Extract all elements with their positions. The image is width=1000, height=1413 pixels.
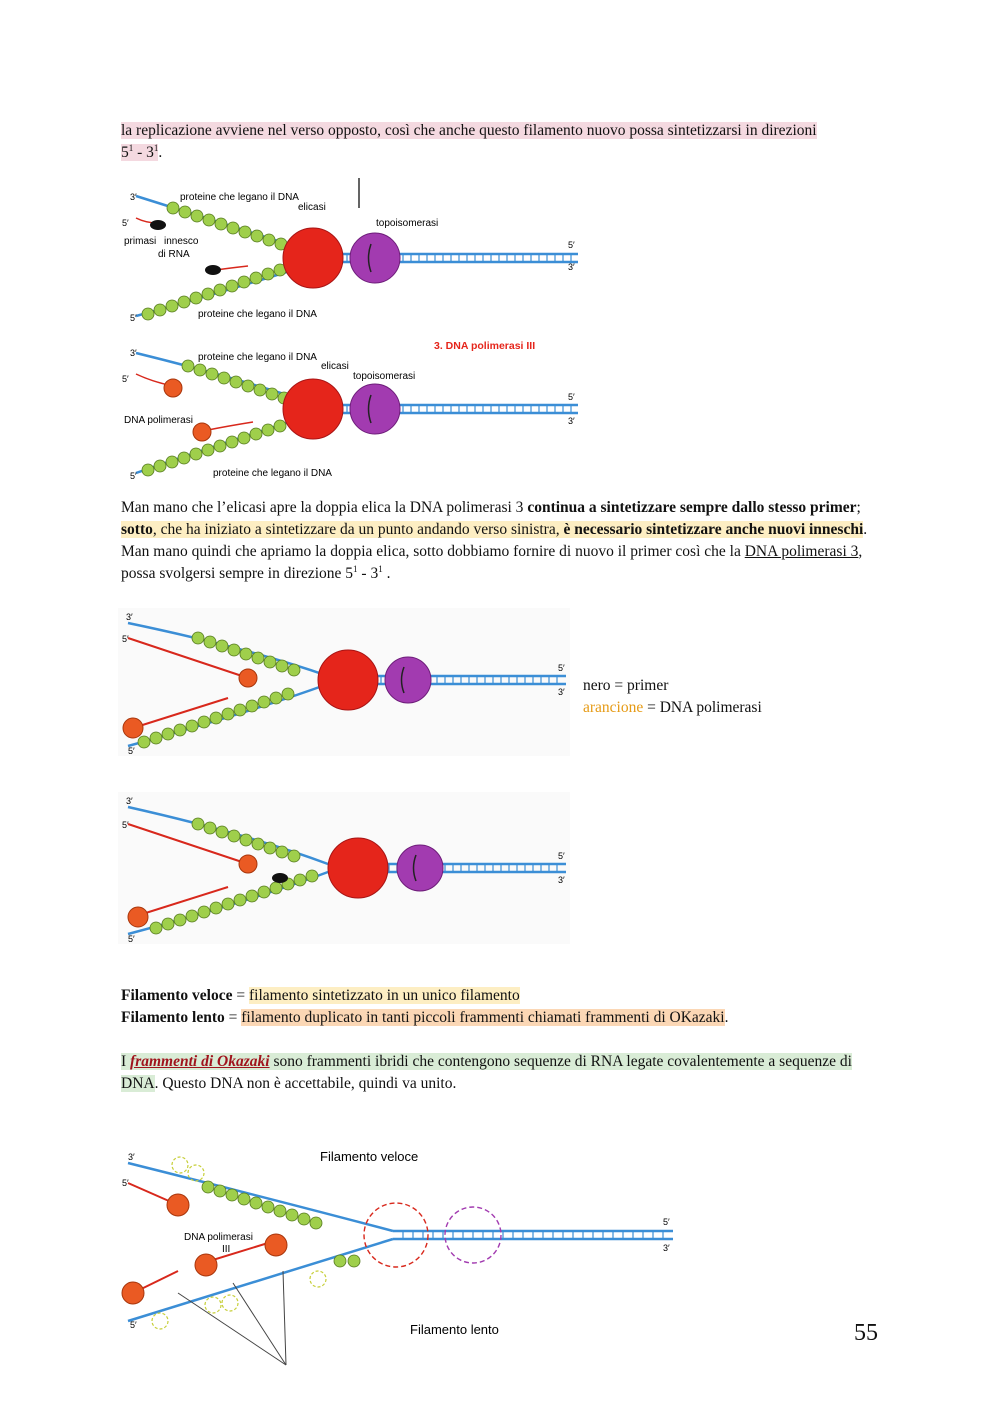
svg-text:5′: 5′ <box>122 218 129 228</box>
intro-paragraph: la replicazione avviene nel verso oppost… <box>121 122 817 161</box>
svg-text:3′: 3′ <box>558 687 565 697</box>
svg-text:5′: 5′ <box>128 934 135 944</box>
svg-text:DNA polimerasi: DNA polimerasi <box>184 1232 253 1243</box>
svg-text:3′: 3′ <box>128 1152 135 1162</box>
svg-text:3′: 3′ <box>663 1243 670 1253</box>
svg-text:DNA polimerasi: DNA polimerasi <box>124 415 193 426</box>
def-veloce: Filamento veloce = filamento sintetizzat… <box>121 987 520 1004</box>
svg-text:3′: 3′ <box>558 875 565 885</box>
topoisomerase-circle <box>349 232 401 284</box>
svg-text:proteine che legano il DNA: proteine che legano il DNA <box>198 309 317 320</box>
svg-text:5′: 5′ <box>122 374 129 384</box>
figure-dna-polymerase-iii: 3. DNA polimerasi III proteine che legan… <box>122 340 578 481</box>
svg-text:elicasi: elicasi <box>298 202 326 213</box>
svg-text:5′: 5′ <box>122 820 129 830</box>
svg-text:5′: 5′ <box>128 746 135 756</box>
intro-text: la replicazione avviene nel verso oppost… <box>121 122 817 139</box>
figure-replication-fork-primase: proteine che legano il DNA elicasi topoi… <box>122 178 578 323</box>
svg-text:3′: 3′ <box>126 612 133 622</box>
legend-primer: nero = primer <box>583 677 669 694</box>
figure-okazaki-fragments: Filamento veloce Filamento lento DNA pol… <box>121 1149 673 1366</box>
svg-text:3′: 3′ <box>568 416 575 426</box>
svg-text:3′: 3′ <box>130 348 137 358</box>
svg-text:5′: 5′ <box>130 471 137 481</box>
def-lento: Filamento lento = filamento duplicato in… <box>121 1009 729 1026</box>
primase-dot-bottom <box>205 265 221 275</box>
svg-text:5′: 5′ <box>122 634 129 644</box>
okazaki-paragraph: I frammenti di Okazaki sono frammenti ib… <box>121 1053 852 1092</box>
definitions: Filamento veloce = filamento sintetizzat… <box>121 985 881 1029</box>
svg-text:elicasi: elicasi <box>321 361 349 372</box>
figure-fork-step-1: 3′ 5′ 5′ 5′ 3′ <box>118 608 570 756</box>
svg-text:proteine che legano il DNA: proteine che legano il DNA <box>180 192 299 203</box>
svg-text:3. DNA polimerasi III: 3. DNA polimerasi III <box>434 340 535 352</box>
intro-direction: 51 - 31 <box>121 142 159 161</box>
svg-text:3′: 3′ <box>126 796 133 806</box>
svg-text:3′: 3′ <box>130 192 137 202</box>
svg-text:5′: 5′ <box>558 663 565 673</box>
svg-text:5′: 5′ <box>122 1178 129 1188</box>
svg-text:primasi: primasi <box>124 236 156 247</box>
svg-text:Filamento lento: Filamento lento <box>410 1322 499 1337</box>
polymerase-top <box>163 378 183 398</box>
polymerase-bottom <box>192 422 212 442</box>
svg-text:di RNA: di RNA <box>158 249 190 260</box>
page-number: 55 <box>854 1320 878 1346</box>
svg-text:proteine che legano il DNA: proteine che legano il DNA <box>213 468 332 479</box>
svg-text:5′: 5′ <box>568 240 575 250</box>
svg-text:proteine che legano il DNA: proteine che legano il DNA <box>198 352 317 363</box>
figure-fork-step-2: 3′ 5′ 5′ 5′ 3′ <box>118 792 570 944</box>
svg-text:Filamento veloce: Filamento veloce <box>320 1149 418 1164</box>
svg-text:III: III <box>222 1244 230 1255</box>
svg-text:5′: 5′ <box>130 1320 137 1330</box>
svg-text:innesco: innesco <box>164 236 199 247</box>
svg-text:5′: 5′ <box>558 851 565 861</box>
svg-text:5′: 5′ <box>663 1217 670 1227</box>
legend-polymerase: arancione = DNA polimerasi <box>583 699 762 716</box>
svg-text:topoisomerasi: topoisomerasi <box>376 218 438 229</box>
primase-dot-top <box>150 220 166 230</box>
helicase-circle <box>282 227 344 289</box>
svg-text:topoisomerasi: topoisomerasi <box>353 371 415 382</box>
svg-text:3′: 3′ <box>568 262 575 272</box>
svg-text:5′: 5′ <box>568 392 575 402</box>
color-legend: nero = primer arancione = DNA polimerasi <box>583 675 843 719</box>
body-paragraph: Man mano che l’elicasi apre la doppia el… <box>121 499 868 582</box>
svg-text:5′: 5′ <box>130 313 137 323</box>
